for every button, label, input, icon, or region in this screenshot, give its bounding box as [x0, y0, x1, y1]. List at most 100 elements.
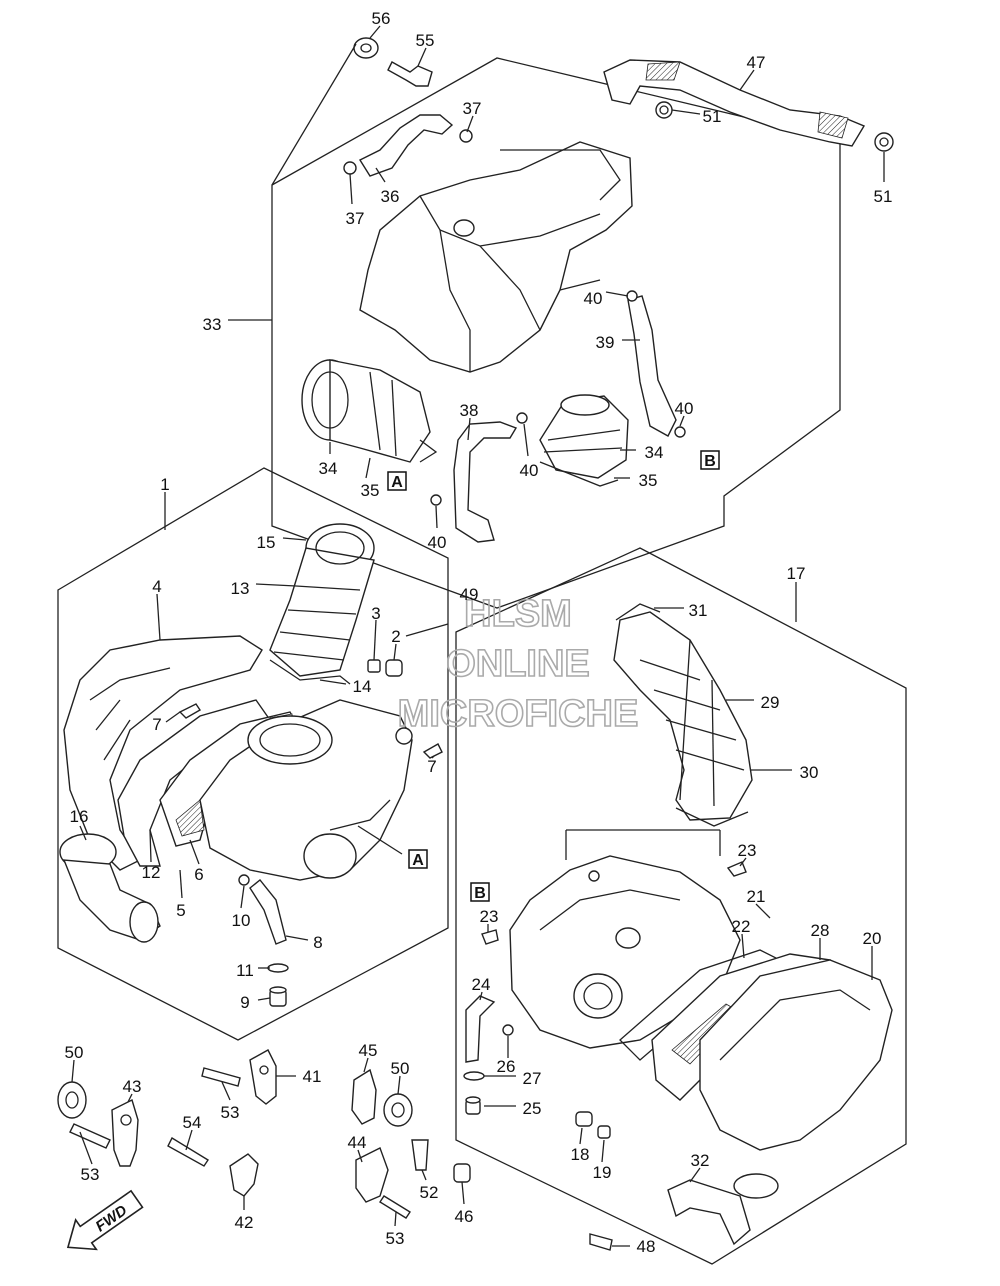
- bolt-53b: [201, 1067, 241, 1087]
- clamp-40d: [430, 494, 442, 506]
- callout-11: 11: [236, 961, 254, 980]
- callout-4: 4: [152, 577, 161, 596]
- bolt-53a: [69, 1123, 111, 1149]
- callout-32: 32: [691, 1151, 710, 1170]
- callout-37: 37: [463, 99, 482, 118]
- bolt-54: [167, 1137, 209, 1167]
- clamp-40a: [626, 290, 638, 302]
- drain-tube-8: [249, 879, 287, 945]
- ref-marker-a: A: [408, 849, 428, 869]
- reference-markers: A B A B: [387, 450, 720, 902]
- callout-28: 28: [811, 921, 830, 940]
- callout-37: 37: [346, 209, 365, 228]
- leaders-right: [479, 607, 873, 1247]
- bolt-52: [411, 1139, 429, 1171]
- callout-30: 30: [800, 763, 819, 782]
- callout-13: 13: [231, 579, 250, 598]
- hose-47: [603, 59, 866, 147]
- callout-53: 53: [221, 1103, 240, 1122]
- callout-41: 41: [303, 1067, 322, 1086]
- air-cleaner-case-1: [199, 699, 413, 881]
- callout-34: 34: [645, 443, 664, 462]
- group-frame-left: [57, 467, 449, 1041]
- leaders-upper: [228, 25, 885, 529]
- clamp-40b: [674, 426, 686, 438]
- bracket-44: [355, 1147, 389, 1203]
- callout-42: 42: [235, 1213, 254, 1232]
- clamp-30: [675, 807, 749, 827]
- callout-27: 27: [523, 1069, 542, 1088]
- watermark: HLSM ONLINE MICROFICHE: [397, 592, 639, 736]
- ref-marker-a: A: [387, 471, 407, 491]
- callout-12: 12: [142, 863, 161, 882]
- callout-23: 23: [480, 907, 499, 926]
- bracket-41: [249, 1049, 277, 1105]
- callout-39: 39: [596, 333, 615, 352]
- air-box-cover: [359, 141, 633, 373]
- collar-19: [597, 1125, 611, 1139]
- intake-tube-29: [613, 611, 753, 821]
- callout-40: 40: [520, 461, 539, 480]
- ref-marker-label: A: [391, 474, 403, 491]
- callout-20: 20: [863, 929, 882, 948]
- callout-7: 7: [152, 715, 161, 734]
- ref-marker-b: B: [470, 882, 490, 902]
- hose-38: [453, 421, 518, 543]
- duct-34-left: [301, 359, 438, 463]
- hose-39: [627, 295, 677, 437]
- bracket-45: [351, 1068, 377, 1125]
- callout-29: 29: [761, 693, 780, 712]
- callout-34: 34: [319, 459, 338, 478]
- callout-50: 50: [391, 1059, 410, 1078]
- cushion-50b: [383, 1093, 413, 1127]
- bracket-42: [229, 1153, 259, 1197]
- callout-35: 35: [361, 481, 380, 500]
- clamp-51b: [874, 132, 894, 152]
- ref-marker-label: B: [704, 453, 716, 470]
- group-frame-upper: [271, 57, 841, 609]
- clamp-51a: [655, 101, 673, 119]
- duct-16: [59, 833, 161, 943]
- clamp-27: [463, 1071, 485, 1081]
- group-frame-right: [455, 547, 907, 1265]
- callout-7: 7: [427, 757, 436, 776]
- clamp-14: [269, 659, 351, 685]
- callout-22: 22: [732, 917, 751, 936]
- ref-marker-label: A: [412, 852, 424, 869]
- duct-34-right: [539, 394, 629, 487]
- callout-40: 40: [584, 289, 603, 308]
- clamp-10: [238, 874, 250, 886]
- clamp-37b: [343, 161, 357, 175]
- callout-38: 38: [460, 401, 479, 420]
- callout-48: 48: [637, 1237, 656, 1256]
- clamp-26: [502, 1024, 514, 1036]
- callout-44: 44: [348, 1133, 367, 1152]
- grommet-2: [385, 659, 403, 677]
- callout-1: 1: [160, 475, 169, 494]
- leaders-left: [79, 537, 449, 1001]
- callout-16: 16: [70, 807, 89, 826]
- callout-3: 3: [371, 604, 380, 623]
- callout-18: 18: [571, 1145, 590, 1164]
- collar-3: [367, 659, 381, 673]
- callout-50: 50: [65, 1043, 84, 1062]
- clamp-11: [267, 963, 289, 973]
- plug-25: [465, 1096, 481, 1115]
- bolt-23b: [481, 929, 499, 945]
- air-cleaner-case-22: [509, 855, 741, 1049]
- hose-36: [358, 114, 454, 177]
- air-cleaner-cap-4: [63, 635, 263, 871]
- leaders-bottom-left: [71, 1057, 465, 1227]
- callout-25: 25: [523, 1099, 542, 1118]
- callout-36: 36: [381, 187, 400, 206]
- bolt-23a: [726, 861, 747, 877]
- bolt-7a: [178, 703, 201, 719]
- callout-23: 23: [738, 841, 757, 860]
- collar-18: [575, 1111, 593, 1127]
- callout-26: 26: [497, 1057, 516, 1076]
- drain-tube-24: [465, 995, 496, 1063]
- callout-56: 56: [372, 9, 391, 28]
- callout-55: 55: [416, 31, 435, 50]
- callout-14: 14: [353, 677, 372, 696]
